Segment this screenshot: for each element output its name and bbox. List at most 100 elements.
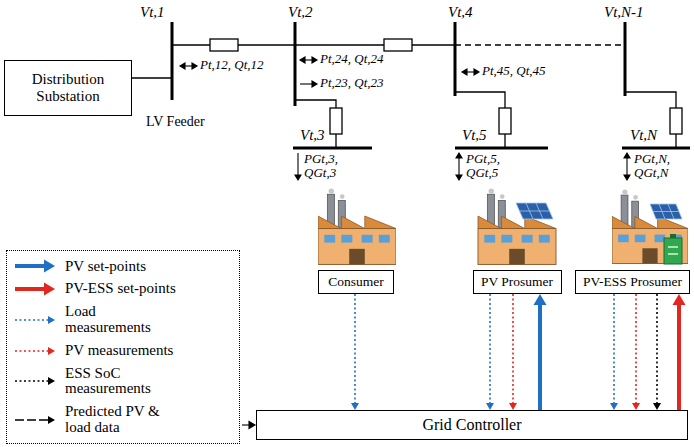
arrow-head — [48, 416, 55, 424]
signal-connector — [534, 294, 547, 410]
pv-panel — [653, 204, 679, 219]
arrow-head — [673, 294, 686, 305]
flow-arrow — [297, 153, 298, 175]
flow-arrow — [180, 63, 185, 69]
impedance-symbol — [384, 39, 412, 51]
connector-line — [15, 350, 49, 352]
connector-line — [15, 287, 45, 291]
substation-box: Distribution Substation — [4, 60, 132, 116]
connector-line — [512, 294, 514, 404]
signal-connector — [653, 294, 661, 410]
flow-arrow — [192, 63, 197, 69]
signal-connector — [673, 294, 686, 410]
bus-bars — [293, 147, 372, 150]
legend-text: Predicted PV & load data — [65, 404, 183, 436]
flow-arrow — [474, 69, 479, 75]
legend-row: Load measurements — [13, 304, 233, 336]
pv-panel — [516, 203, 682, 219]
pv-panel — [650, 204, 682, 219]
quantity-label: Pt,45, Qt,45 — [482, 64, 546, 78]
signal-connector — [509, 294, 517, 410]
feeder-lines — [625, 92, 676, 148]
legend-text: PV set-points — [65, 259, 146, 275]
legend-row: ESS SoC measurements — [13, 366, 233, 398]
legend-sample — [13, 412, 57, 428]
controller-box: Grid Controller — [256, 410, 688, 440]
legend-row: PV measurements — [13, 343, 233, 359]
bus-bars — [454, 22, 457, 96]
feeder-lines — [455, 92, 505, 148]
bus-bars — [294, 22, 297, 106]
quantity-label: PGt,5, QGt,5 — [466, 152, 514, 181]
flow-arrow — [300, 83, 312, 84]
feeder-label: LV Feeder — [146, 114, 205, 129]
arrow-head — [653, 403, 661, 410]
pv-panel — [516, 203, 553, 219]
quantity-label: Vt,4 — [448, 4, 473, 21]
building-icon — [478, 188, 556, 264]
arrow-head — [486, 403, 494, 410]
battery-icon — [668, 247, 678, 254]
legend-text: Load measurements — [65, 304, 183, 336]
arrow-head — [534, 294, 547, 305]
quantity-label: PGt,3, QGt,3 — [304, 152, 352, 181]
connector-line — [15, 319, 49, 321]
box-text: Distribution Substation — [10, 71, 126, 106]
quantity-label: Pt,24, Qt,24 — [320, 52, 384, 66]
connector-line — [15, 419, 49, 421]
flow-arrow — [300, 57, 305, 63]
box-text: Consumer — [328, 274, 384, 290]
legend-row: PV set-points — [13, 258, 233, 274]
flow-arrow — [458, 158, 459, 175]
impedance-symbol — [499, 108, 511, 134]
flow-arrow — [312, 57, 317, 63]
connector-line — [677, 304, 681, 410]
bus-bars — [622, 147, 690, 150]
arrow-head — [610, 403, 618, 410]
building-icon — [318, 188, 688, 264]
box-text: Grid Controller — [422, 416, 521, 434]
bus-bars — [455, 147, 548, 150]
quantity-label: Vt,3 — [300, 127, 325, 144]
flow-arrow — [249, 422, 255, 429]
bus-bars — [172, 22, 690, 148]
quantity-label: PGt,N, QGt,N — [634, 152, 684, 181]
connector-line — [15, 381, 49, 383]
connector-line — [656, 294, 658, 404]
connector-line — [538, 304, 542, 410]
arrow-head — [351, 403, 359, 410]
quantity-label: Vt,5 — [462, 127, 487, 144]
consumer-box: Consumer — [318, 270, 394, 294]
impedance-symbol — [210, 39, 682, 134]
flow-arrow — [295, 175, 301, 180]
feeder-lines — [130, 77, 172, 78]
flow-arrow — [180, 57, 630, 429]
quantity-label: Vt,1 — [140, 4, 165, 21]
quantity-label: Pt,12, Qt,12 — [200, 58, 264, 72]
signal-connector — [351, 294, 359, 410]
prosumer-box: PV Prosumer — [473, 270, 562, 294]
impedance-symbol — [210, 39, 238, 51]
legend-text: PV measurements — [65, 343, 173, 359]
box-text: PV Prosumer — [481, 274, 553, 290]
legend-row: PV-ESS set-points — [13, 281, 233, 297]
quantity-label: Vt,2 — [288, 4, 313, 21]
arrow-head — [48, 347, 55, 355]
legend-text: PV-ESS set-points — [65, 281, 176, 297]
impedance-symbol — [670, 108, 682, 134]
prosumer-box: PV-ESS Prosumer — [575, 270, 690, 294]
arrow-head — [48, 377, 55, 385]
quantity-label: Pt,23, Qt,23 — [320, 76, 384, 90]
flow-arrow — [312, 81, 317, 87]
legend-sample — [13, 373, 57, 389]
connector-line — [635, 294, 637, 404]
legend-sample — [13, 281, 57, 297]
pv-panel — [520, 203, 550, 219]
feeder-lines — [130, 45, 676, 148]
connector-line — [354, 294, 356, 404]
feeder-lines — [455, 44, 625, 45]
battery-icon — [664, 234, 682, 264]
legend-box: PV set-pointsPV-ESS set-pointsLoad measu… — [6, 250, 240, 444]
impedance-symbol — [330, 108, 342, 134]
battery-icon — [664, 238, 682, 264]
